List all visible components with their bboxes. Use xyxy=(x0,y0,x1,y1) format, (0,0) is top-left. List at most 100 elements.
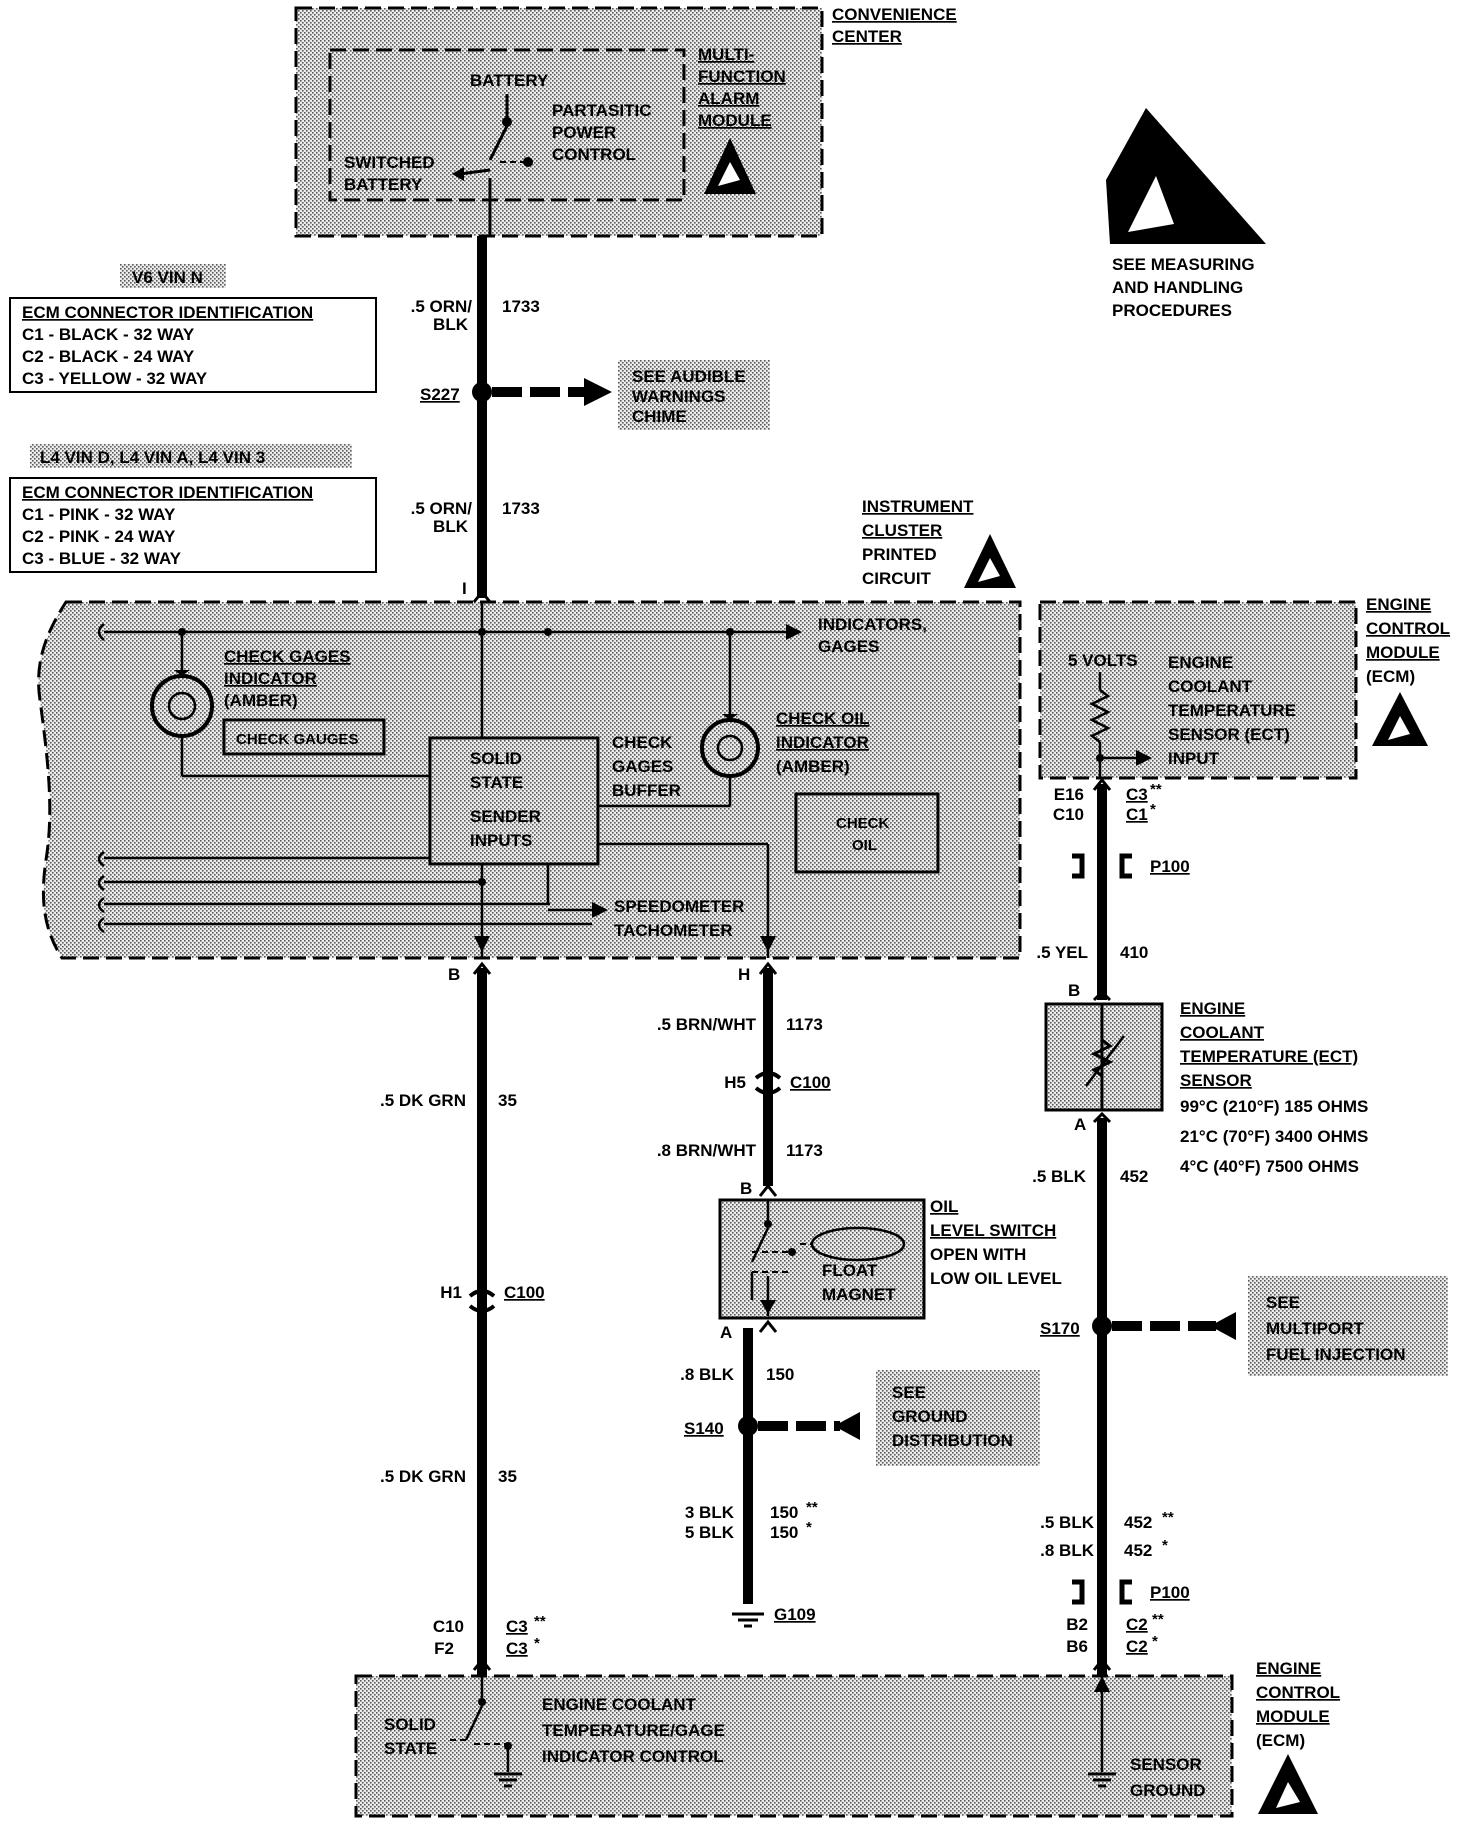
instrument-cluster: I INDICATORS, GAGES CHECK GAGES INDICATO… xyxy=(37,579,1022,960)
buffer-label-1: CHECK xyxy=(612,733,673,752)
ecm-pin-b2: B2 xyxy=(1066,1615,1088,1634)
s170-splice-dot xyxy=(1092,1316,1112,1336)
wire-35-circuit: 35 xyxy=(498,1091,517,1110)
esd-warning-icon xyxy=(1106,108,1266,244)
wire-1733-lower-gauge: .5 ORN/ xyxy=(411,499,473,518)
oil-switch-title-4: LOW OIL LEVEL xyxy=(930,1269,1062,1288)
g109-label: G109 xyxy=(774,1605,816,1624)
esd-note-1: SEE MEASURING xyxy=(1112,255,1255,274)
ecm-top-mark-1: ** xyxy=(1150,781,1162,798)
cluster-pin-h: H xyxy=(738,965,750,984)
s227-see-2: WARNINGS xyxy=(632,387,726,406)
ecm-conn-c2-b: C2 xyxy=(1126,1637,1148,1656)
check-oil-label-2: INDICATOR xyxy=(776,733,869,752)
ect-pin-a: A xyxy=(1074,1115,1086,1134)
ect-pin-b: B xyxy=(1068,981,1080,1000)
parasitic-switch-icon xyxy=(452,94,533,236)
ecm-pullup-resistor-icon xyxy=(1089,672,1152,778)
c100-h5-conn: C100 xyxy=(790,1073,831,1092)
ecm-top-conn-c3: C3 xyxy=(1126,785,1148,804)
ecm-top-title-1: ENGINE xyxy=(1366,595,1431,614)
ect-title-3: TEMPERATURE (ECT) xyxy=(1180,1047,1358,1066)
sensor-ground-icon xyxy=(1088,1676,1116,1788)
check-oil-lens-2: OIL xyxy=(852,837,877,854)
ecm-top-mark-2: * xyxy=(1150,801,1156,818)
ecm-top-sensor-4: SENSOR (ECT) xyxy=(1168,725,1290,744)
wire-150b-gauge-2: 5 BLK xyxy=(685,1523,735,1542)
convenience-center: CONVENIENCE CENTER MULTI- FUNCTION ALARM… xyxy=(294,5,957,238)
l4-label: L4 VIN D, L4 VIN A, L4 VIN 3 xyxy=(40,448,265,467)
ecm-conn-c2-a: C2 xyxy=(1126,1615,1148,1634)
wire-1173-gauge: .5 BRN/WHT xyxy=(657,1015,757,1034)
ecm-top-sensor-1: ENGINE xyxy=(1168,653,1233,672)
s140-label: S140 xyxy=(684,1419,724,1438)
ecm-top-conn-c1: C1 xyxy=(1126,805,1148,824)
ecm-top-sensor-5: INPUT xyxy=(1168,749,1220,768)
v6-label: V6 VIN N xyxy=(132,268,203,287)
solid-state-label-1: SOLID xyxy=(470,749,522,768)
wire-150b-mark-2: * xyxy=(806,1519,812,1536)
wire-150b-mark-1: ** xyxy=(806,1499,818,1516)
oil-switch-pin-b: B xyxy=(740,1179,752,1198)
oil-switch-title-2: LEVEL SWITCH xyxy=(930,1221,1056,1240)
wire-1173b-gauge: .8 BRN/WHT xyxy=(657,1141,757,1160)
wire-452: .5 BLK 452 S170 SEE MULTIPORT FUEL INJEC… xyxy=(1032,1118,1448,1676)
check-oil-label-3: (AMBER) xyxy=(776,757,850,776)
wire-452b-circuit-1: 452 xyxy=(1124,1513,1152,1532)
oil-switch-title-1: OIL xyxy=(930,1197,958,1216)
s140-see-2: GROUND xyxy=(892,1407,968,1426)
c100-h1-conn: C100 xyxy=(504,1283,545,1302)
oil-switch-title-3: OPEN WITH xyxy=(930,1245,1026,1264)
l4-table-title: ECM CONNECTOR IDENTIFICATION xyxy=(22,483,313,502)
ecm-pin-f2: F2 xyxy=(434,1639,454,1658)
ecm-solid-state-1: SOLID xyxy=(384,1715,436,1734)
p100-lower-label: P100 xyxy=(1150,1583,1190,1602)
v6-row-2: C2 - BLACK - 24 WAY xyxy=(22,347,195,366)
wire-1173b-circuit: 1173 xyxy=(786,1141,823,1160)
wire-35b-circuit: 35 xyxy=(498,1467,517,1486)
v6-connector-table: V6 VIN N ECM CONNECTOR IDENTIFICATION C1… xyxy=(9,264,377,393)
cluster-pin-b: B xyxy=(448,965,460,984)
sensor-ground-1: SENSOR xyxy=(1130,1755,1202,1774)
tachometer-label: TACHOMETER xyxy=(614,921,733,940)
wire-150b-gauge-1: 3 BLK xyxy=(685,1503,735,1522)
alarm-module-label-3: ALARM xyxy=(698,89,759,108)
ecm-top-pin-e16: E16 xyxy=(1054,785,1084,804)
alarm-module-label-1: MULTI- xyxy=(698,45,754,64)
check-gages-label-2: INDICATOR xyxy=(224,669,317,688)
wire-452-circuit: 452 xyxy=(1120,1167,1148,1186)
ecm-conn-c3-b: C3 xyxy=(506,1639,528,1658)
solid-state-label-3: SENDER xyxy=(470,807,541,826)
solid-state-label-2: STATE xyxy=(470,773,523,792)
c100-h1-pin: H1 xyxy=(440,1283,462,1302)
oil-level-switch: FLOAT MAGNET OIL LEVEL SWITCH OPEN WITH … xyxy=(718,1197,1062,1342)
s170-see-1: SEE xyxy=(1266,1293,1300,1312)
ecm-gage-control-2: TEMPERATURE/GAGE xyxy=(542,1721,725,1740)
wire-150b-circuit-1: 150 xyxy=(770,1503,798,1522)
ect-spec-1: 99°C (210°F) 185 OHMS xyxy=(1180,1097,1368,1116)
ect-spec-3: 4°C (40°F) 7500 OHMS xyxy=(1180,1157,1359,1176)
ecm-top-title-3: MODULE xyxy=(1366,643,1440,662)
speedometer-label: SPEEDOMETER xyxy=(614,897,744,916)
solid-state-switch-icon xyxy=(450,1676,522,1788)
ecm-top: 5 VOLTS ENGINE COOLANT TEMPERATURE SENSO… xyxy=(1038,600,1358,780)
s227-label: S227 xyxy=(420,385,460,404)
ect-sensor: B ENGINE COOLANT TEMPERATURE (ECT) SENSO… xyxy=(1044,981,1368,1176)
ect-title-1: ENGINE xyxy=(1180,999,1245,1018)
cluster-title-4: CIRCUIT xyxy=(862,569,932,588)
parasitic-label-2: POWER xyxy=(552,123,616,142)
wire-150-circuit: 150 xyxy=(766,1365,794,1384)
check-gauges-lens: CHECK GAUGES xyxy=(236,731,359,748)
s170-label: S170 xyxy=(1040,1319,1080,1338)
v6-table-title: ECM CONNECTOR IDENTIFICATION xyxy=(22,303,313,322)
wire-35-gauge: .5 DK GRN xyxy=(380,1091,466,1110)
ecm-bottom-title-2: CONTROL xyxy=(1256,1683,1340,1702)
s170-see-2: MULTIPORT xyxy=(1266,1319,1365,1338)
cluster-esd-icon xyxy=(964,534,1016,588)
solid-state-label-4: INPUTS xyxy=(470,831,532,850)
esd-note-2: AND HANDLING xyxy=(1112,278,1243,297)
wire-150-gauge: .8 BLK xyxy=(680,1365,735,1384)
wire-452b-mark-1: ** xyxy=(1162,1509,1174,1526)
ecm-conn-c2-mark-2: * xyxy=(1152,1633,1158,1650)
cluster-title-1: INSTRUMENT xyxy=(862,497,974,516)
